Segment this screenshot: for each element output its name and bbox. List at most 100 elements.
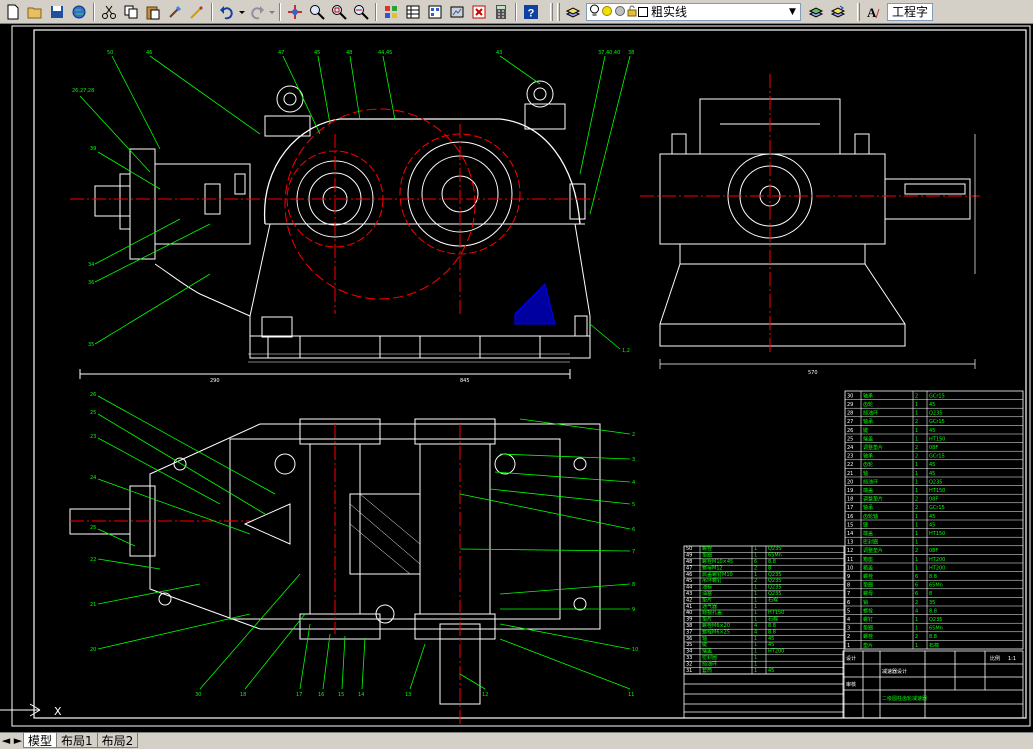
parts-list-cell: 2 <box>915 505 918 511</box>
match-properties-brush-icon[interactable] <box>164 2 186 22</box>
parts-list-cell: 27 <box>847 419 853 425</box>
toolbar-grip <box>857 2 860 21</box>
callout-47: 47 <box>278 50 284 56</box>
parts-list-cell: 垫圈 <box>863 625 873 632</box>
callout-44-45: 44,45 <box>378 50 392 56</box>
parts-list-cell: 窥视孔盖 <box>702 609 722 616</box>
parts-list-cell: 1 <box>915 471 918 477</box>
redo-dropdown-icon[interactable] <box>268 2 276 22</box>
publish-globe-icon[interactable] <box>68 2 90 22</box>
callout-labels: 50 46 47 45 48 44,45 43 37,40,40 38 26,2… <box>72 50 638 698</box>
callout-plan-l6: 22 <box>90 557 96 563</box>
parts-list-cell: 1 <box>915 617 918 623</box>
parts-list-cell: 45 <box>768 636 774 642</box>
layer-previous-icon[interactable] <box>827 2 849 22</box>
parts-list-cell: 08F <box>929 445 938 451</box>
zoom-previous-icon[interactable] <box>350 2 372 22</box>
undo-dropdown-icon[interactable] <box>238 2 246 22</box>
parts-list-cell: 19 <box>847 488 853 494</box>
parts-list-cell: 挡油环 <box>863 478 878 485</box>
copy-icon[interactable] <box>120 2 142 22</box>
parts-list-cell: 41 <box>686 604 692 610</box>
layout-tab-1[interactable]: 布局1 <box>56 733 98 748</box>
parts-list-cell: 2 <box>915 445 918 451</box>
dim-text-side: 570 <box>808 370 818 376</box>
layer-properties-manager-icon[interactable] <box>562 2 584 22</box>
cut-icon[interactable] <box>98 2 120 22</box>
paste-icon[interactable] <box>142 2 164 22</box>
parts-list-cell: 键 <box>863 427 868 434</box>
tab-scroll-left-icon[interactable]: ◄ <box>1 734 11 747</box>
parts-list-cell: 26 <box>847 428 853 434</box>
text-style-dropdown[interactable]: 工程字 <box>887 2 933 21</box>
calculator-icon[interactable] <box>490 2 512 22</box>
callout-43: 43 <box>496 50 502 56</box>
parts-list-cell: 套筒 <box>702 667 712 674</box>
make-object-layer-current-icon[interactable] <box>805 2 827 22</box>
callout-37-40: 37,40,40 <box>598 50 620 56</box>
parts-list-cell: 24 <box>847 445 853 451</box>
layer-color-swatch-icon <box>638 2 648 21</box>
save-icon[interactable] <box>46 2 68 22</box>
parts-list-cell: 螺栓 <box>863 607 873 614</box>
parts-list-cell: 1 <box>754 661 757 667</box>
layer-unlock-icon <box>627 2 637 21</box>
parts-list-cell: 1 <box>915 514 918 520</box>
text-style-icon[interactable]: A <box>862 2 884 22</box>
callout-plan-b1: 30 <box>195 692 201 698</box>
parts-list-cell: 2 <box>847 634 850 640</box>
model-space-canvas[interactable]: 290 845 570 <box>0 24 1033 732</box>
layer-dropdown[interactable]: 粗实线 ▼ <box>586 2 801 21</box>
parts-list-cell: 4 <box>915 608 918 614</box>
open-folder-icon[interactable] <box>24 2 46 22</box>
new-file-icon[interactable] <box>2 2 24 22</box>
parts-list-cell: 箱座 <box>863 556 873 563</box>
parts-list-cell: HT200 <box>768 649 784 655</box>
parts-list-cell: 齿轮 <box>863 401 873 408</box>
zoom-realtime-icon[interactable] <box>306 2 328 22</box>
parts-list-cell: 45 <box>929 514 935 520</box>
parts-list-cell: 吊环螺钉 <box>702 577 722 584</box>
parts-list-cell: Q235 <box>929 479 942 485</box>
parts-list-cell: 键 <box>702 641 707 648</box>
design-center-icon[interactable] <box>402 2 424 22</box>
parts-list-cell: 17 <box>847 505 853 511</box>
parts-list-cell: 3 <box>847 626 850 632</box>
parts-list-cell: 2 <box>915 419 918 425</box>
callout-plan-b7: 13 <box>405 692 411 698</box>
callout-26-28: 26,27,28 <box>72 88 94 94</box>
parts-list-cell: 油塞 <box>702 590 712 597</box>
parts-list-cell: 45 <box>768 642 774 648</box>
parts-list-cell: 45 <box>929 428 935 434</box>
parts-list-cell: 8 <box>929 591 932 597</box>
parts-list-cell: 1 <box>754 636 757 642</box>
tool-palettes-icon[interactable] <box>424 2 446 22</box>
layout-tab-2[interactable]: 布局2 <box>96 733 139 748</box>
parts-list-cell: 8.8 <box>768 623 776 629</box>
parts-list-cell: 挡油环 <box>702 660 717 667</box>
svg-text:?: ? <box>528 7 535 19</box>
parts-list-cell: 8.8 <box>929 634 937 640</box>
pan-realtime-icon[interactable] <box>284 2 306 22</box>
parts-list-cell: Q235 <box>768 572 781 578</box>
sheet-set-manager-icon[interactable] <box>446 2 468 22</box>
zoom-window-icon[interactable] <box>328 2 350 22</box>
redo-icon[interactable] <box>246 2 268 22</box>
parts-list-cell: 轴承 <box>863 504 873 511</box>
chevron-down-icon[interactable]: ▼ <box>789 6 796 17</box>
markup-set-manager-icon[interactable] <box>468 2 490 22</box>
parts-list-cell: 端盖 <box>863 435 873 442</box>
help-icon[interactable]: ? <box>520 2 542 22</box>
toolbar-separator <box>279 2 281 21</box>
callout-45: 45 <box>314 50 320 56</box>
parts-list-cell: 调整垫片 <box>863 496 883 503</box>
properties-palette-icon[interactable] <box>380 2 402 22</box>
undo-icon[interactable] <box>216 2 238 22</box>
parts-list-cell: 8.8 <box>768 629 776 635</box>
block-editor-icon[interactable] <box>186 2 208 22</box>
parts-list-cell: 4 <box>754 629 757 635</box>
layout-tab-0[interactable]: 模型 <box>23 733 58 748</box>
tab-scroll-right-icon[interactable]: ► <box>13 734 23 747</box>
toolbar-separator <box>375 2 377 21</box>
